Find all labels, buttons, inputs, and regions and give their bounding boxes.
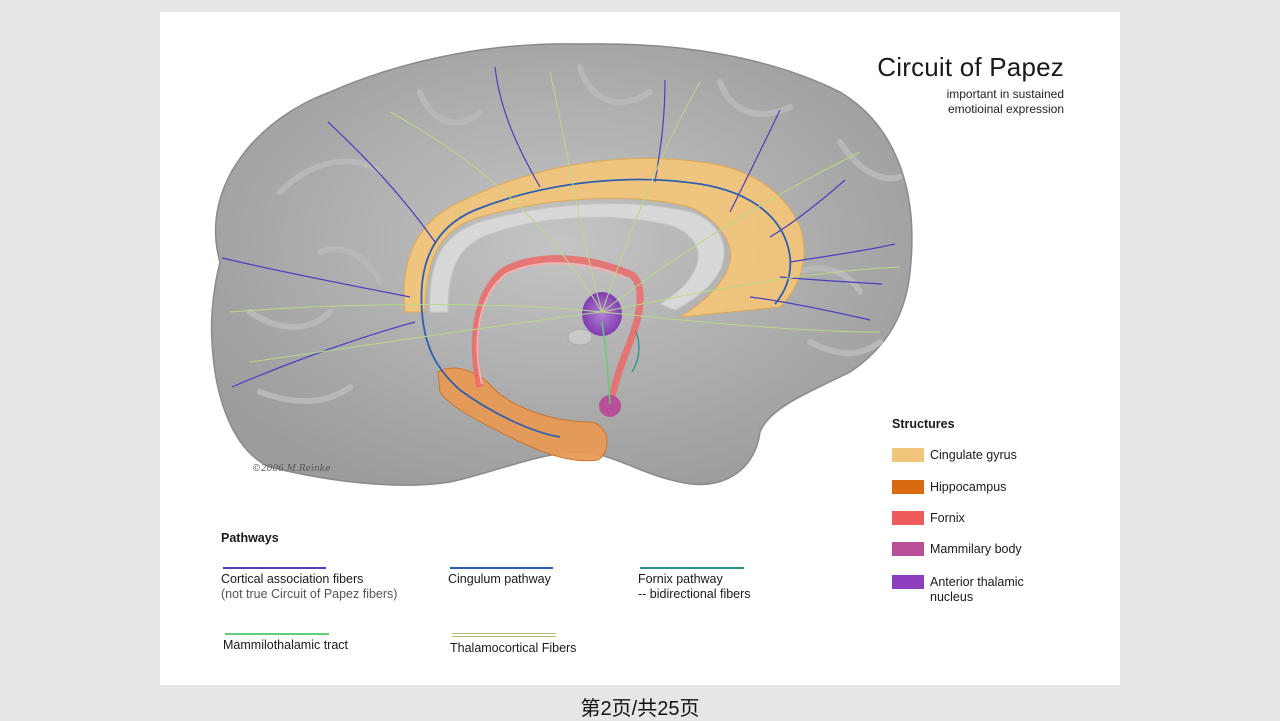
brain-illustration	[210, 43, 913, 486]
gyri-lines	[247, 64, 903, 405]
swatch-hippocampus	[892, 480, 924, 494]
artist-signature: ©2006 M.Reinke	[252, 464, 331, 474]
mammillothalamic-tract	[601, 321, 611, 405]
swatch-anterior-thalamic-nucleus	[892, 575, 924, 589]
cingulum-pathway	[420, 178, 792, 438]
pathway-label: Mammilothalamic tract	[223, 638, 348, 653]
pathway-label: Thalamocortical Fibers	[450, 641, 576, 656]
pathways-heading: Pathways	[221, 531, 279, 545]
pathway-note: (not true Circuit of Papez fibers)	[221, 587, 398, 601]
fornix-pathway	[631, 331, 640, 373]
thalamocortical-fibers	[229, 71, 901, 363]
legend-label: Cingulate gyrus	[930, 448, 1017, 462]
legend-label: Anterior thalamic nucleus	[930, 575, 1024, 604]
fornix	[471, 255, 644, 405]
page-number: 第2页/共25页	[580, 698, 700, 720]
pathway-label: Cingulum pathway	[448, 572, 551, 587]
pathway-line	[640, 567, 744, 569]
legend-label: Mammilary body	[930, 542, 1022, 556]
page-title: Circuit of Papez	[877, 52, 1064, 82]
swatch-fornix	[892, 511, 924, 525]
pathway-line	[450, 567, 553, 569]
page-subtitle: important in sustained emotioinal expres…	[947, 87, 1064, 117]
subtitle-line: emotioinal expression	[947, 102, 1064, 116]
pathway-label-text: Cortical association fibers	[221, 572, 364, 586]
subtitle-line: important in sustained	[946, 87, 1064, 101]
cortical-association-fibers	[221, 66, 896, 388]
pathway-note: -- bidirectional fibers	[638, 587, 751, 601]
pathway-line	[225, 633, 329, 635]
hippocampus	[437, 367, 608, 462]
pathway-label: Cortical association fibers (not true Ci…	[221, 572, 397, 602]
ventricle	[567, 328, 593, 346]
legend-label: Fornix	[930, 511, 965, 525]
swatch-mammilary-body	[892, 542, 924, 556]
slide: Circuit of Papez important in sustained …	[160, 12, 1120, 685]
anterior-thalamic-nucleus	[582, 292, 622, 336]
mammillary-body	[599, 395, 621, 417]
legend-label: Hippocampus	[930, 480, 1007, 494]
structures-heading: Structures	[892, 417, 955, 431]
pathway-line	[452, 633, 556, 637]
swatch-cingulate-gyrus	[892, 448, 924, 462]
pathway-label-text: Cingulum pathway	[448, 572, 551, 586]
pathway-label: Fornix pathway -- bidirectional fibers	[638, 572, 751, 602]
pathway-label-text: Mammilothalamic tract	[223, 638, 349, 652]
pathway-label-text: Fornix pathway	[638, 572, 723, 586]
pathway-label-text: Thalamocortical Fibers	[450, 641, 577, 655]
pathway-line	[223, 567, 326, 569]
